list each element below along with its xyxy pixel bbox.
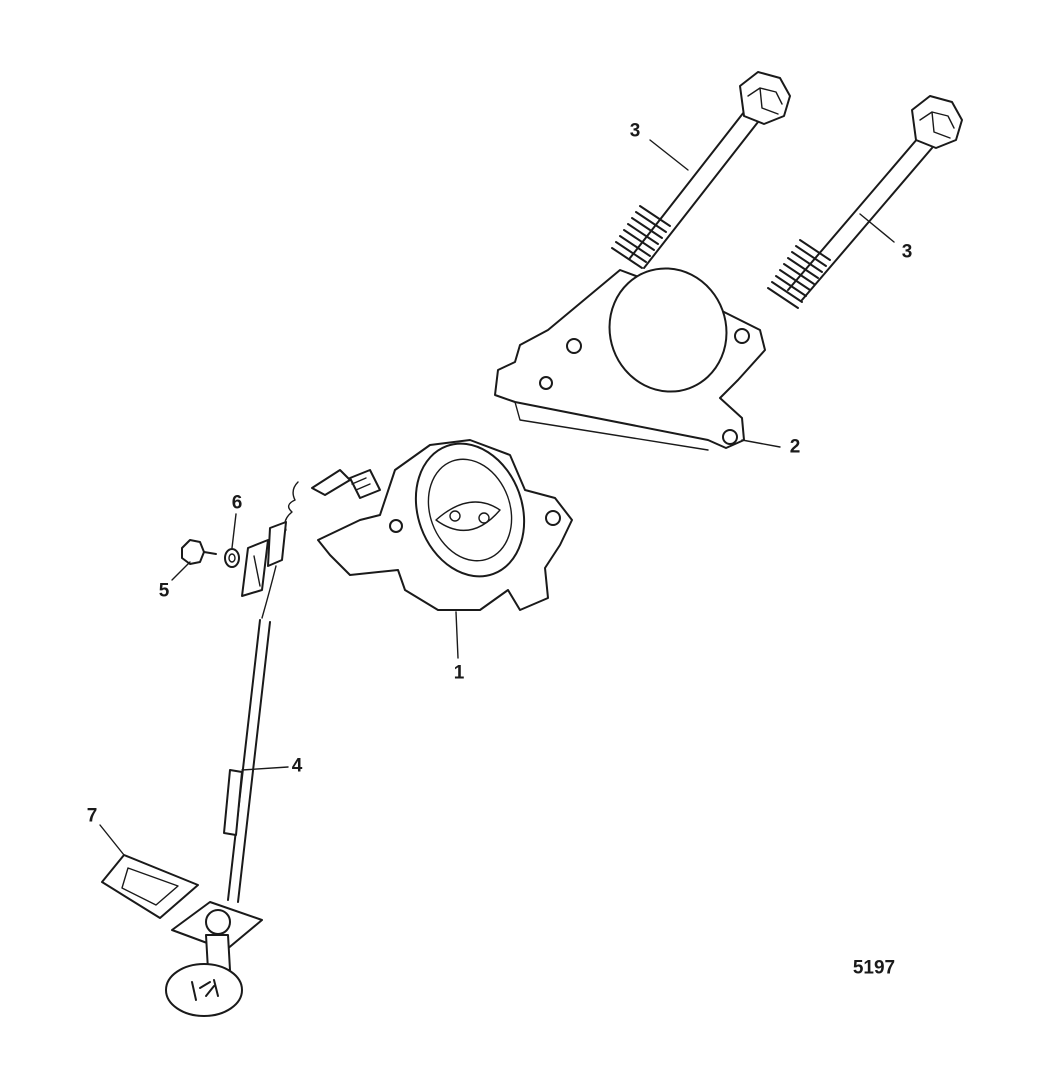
callout-6: 6: [231, 492, 243, 514]
callout-1: 1: [453, 662, 465, 684]
callout-5: 5: [158, 580, 170, 602]
choke-knob: [165, 901, 263, 1017]
callout-2: 2: [789, 436, 801, 458]
bolt-left: [611, 71, 791, 269]
mounting-bracket: [494, 267, 766, 451]
leader-lines: [99, 139, 895, 856]
callout-3-right: 3: [901, 241, 913, 263]
bolt-right: [767, 95, 963, 309]
screw: [181, 539, 217, 565]
throttle-housing: [311, 439, 573, 611]
callout-7: 7: [86, 805, 98, 827]
callout-4: 4: [291, 755, 303, 777]
mounting-clip: [101, 854, 199, 919]
choke-cable: [223, 481, 299, 903]
washer: [224, 548, 240, 568]
figure-number: 5197: [852, 957, 896, 979]
callout-3-left: 3: [629, 120, 641, 142]
